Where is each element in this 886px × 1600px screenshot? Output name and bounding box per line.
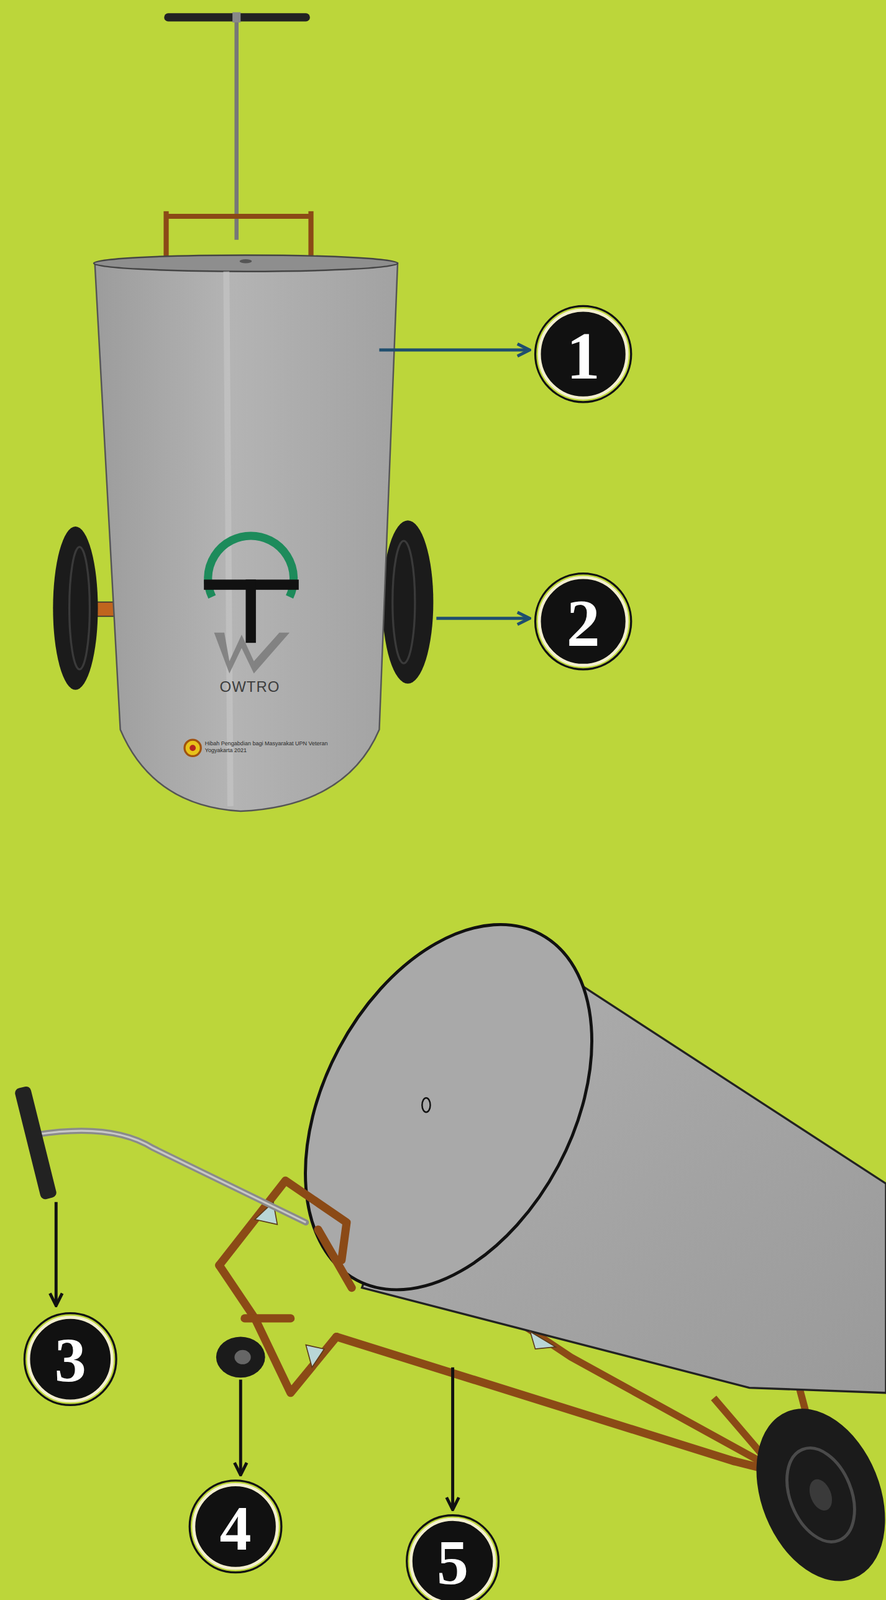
callout-number: 5 <box>436 1525 469 1599</box>
water-tank <box>246 875 886 1393</box>
callout-number: 1 <box>566 317 601 395</box>
handle <box>168 12 307 240</box>
water-tank <box>93 254 398 811</box>
sponsor-note: Hibah Pengabdian bagi Masyarakat UPN Vet… <box>205 739 345 754</box>
wheel <box>216 1335 886 1600</box>
gusset <box>254 1201 556 1367</box>
callout-disc <box>24 305 631 1600</box>
leader-line <box>379 349 529 619</box>
callout-number: 4 <box>219 1491 252 1564</box>
logo-text: OWTRO <box>219 677 281 696</box>
logo <box>184 535 299 756</box>
callout-number: 2 <box>566 584 601 662</box>
callout-number: 3 <box>54 1323 87 1397</box>
handle <box>13 1084 306 1222</box>
frame <box>165 211 311 258</box>
